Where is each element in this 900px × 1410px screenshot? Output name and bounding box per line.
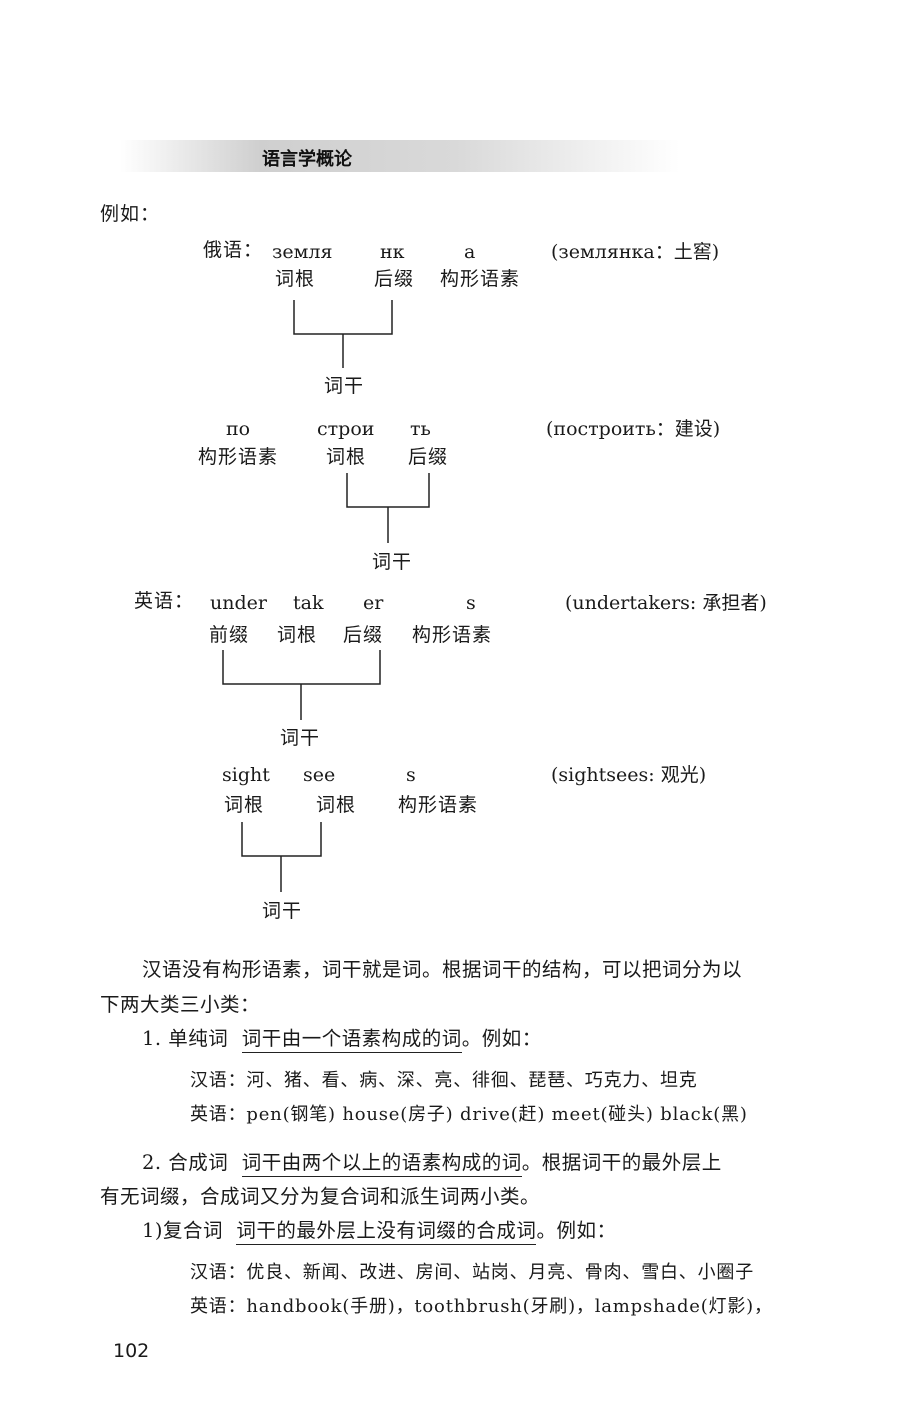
bracket-d3 [222, 650, 381, 685]
section-compound-subtype: 1)复合词 词干的最外层上没有词缀的合成词。例如： [142, 1214, 617, 1245]
lang-label: 英语： [134, 590, 195, 612]
gloss: (землянка：土窖) [551, 241, 720, 263]
morph: tak [293, 592, 324, 614]
section-tail: 。例如： [536, 1219, 617, 1242]
gloss: (undertakers: 承担者) [565, 592, 767, 614]
morph: sight [222, 764, 270, 786]
morph: а [464, 241, 476, 263]
morph-label: 词根 [275, 268, 316, 290]
definition: 词干的最外层上没有词缀的合成词 [236, 1219, 537, 1245]
gloss: (построить：建设) [546, 418, 721, 440]
stem-label: 词干 [372, 551, 413, 573]
morph: нк [380, 241, 405, 263]
morph: земля [272, 241, 333, 263]
example-chinese: 汉语：河、猪、看、病、深、亮、徘徊、琵琶、巧克力、坦克 [190, 1070, 698, 1091]
stem-label: 词干 [324, 375, 365, 397]
bracket-d4 [241, 822, 322, 857]
morph-label: 构形语素 [198, 446, 279, 468]
morph: s [406, 764, 416, 786]
morph-label: 构形语素 [412, 624, 493, 646]
morph-label: 构形语素 [398, 794, 479, 816]
morph-label: 词根 [224, 794, 265, 816]
morph-label: 前缀 [209, 624, 250, 646]
section-tail: 。根据词干的最外层上 [521, 1151, 722, 1174]
morph: er [363, 592, 384, 614]
bracket-d1 [293, 300, 393, 335]
morph-label: 词根 [277, 624, 318, 646]
morph-label: 后缀 [408, 446, 449, 468]
lang-label: 俄语： [203, 239, 264, 261]
morph: ть [410, 418, 431, 440]
paragraph-line: 汉语没有构形语素，词干就是词。根据词干的结构，可以把词分为以 [142, 958, 743, 981]
section-number: 1. 单纯词 [142, 1027, 229, 1050]
running-header-title: 语言学概论 [262, 149, 352, 170]
morph-label: 词根 [326, 446, 367, 468]
morph: по [226, 418, 251, 440]
example-chinese: 汉语：优良、新闻、改进、房间、站岗、月亮、骨肉、雪白、小圈子 [190, 1262, 754, 1283]
section-simple-word: 1. 单纯词 词干由一个语素构成的词。例如： [142, 1022, 542, 1053]
section-number: 2. 合成词 [142, 1151, 229, 1174]
header-band [120, 140, 680, 172]
morph-label: 后缀 [374, 268, 415, 290]
morph: see [303, 764, 336, 786]
definition: 词干由两个以上的语素构成的词 [241, 1151, 522, 1177]
page-number: 102 [113, 1340, 150, 1362]
section-compound-word: 2. 合成词 词干由两个以上的语素构成的词。根据词干的最外层上 [142, 1146, 722, 1177]
section-tail: 。例如： [461, 1027, 542, 1050]
gloss: (sightsees: 观光) [551, 764, 707, 786]
definition: 词干由一个语素构成的词 [241, 1027, 462, 1053]
stem-label: 词干 [280, 727, 321, 749]
morph-label: 词根 [316, 794, 357, 816]
example-english: 英语：pen(钢笔) house(房子) drive(赶) meet(碰头) b… [190, 1104, 748, 1125]
intro-text: 例如： [100, 203, 161, 225]
bracket-d2 [346, 473, 430, 508]
paragraph-line: 下两大类三小类： [100, 993, 261, 1016]
paragraph-line: 有无词缀，合成词又分为复合词和派生词两小类。 [100, 1185, 541, 1208]
morph-label: 构形语素 [440, 268, 521, 290]
stem-label: 词干 [262, 900, 303, 922]
morph: s [466, 592, 476, 614]
morph-label: 后缀 [343, 624, 384, 646]
morph: under [210, 592, 267, 614]
example-english: 英语：handbook(手册)，toothbrush(牙刷)，lampshade… [190, 1296, 773, 1317]
section-number: 1)复合词 [142, 1219, 224, 1242]
morph: строи [317, 418, 375, 440]
